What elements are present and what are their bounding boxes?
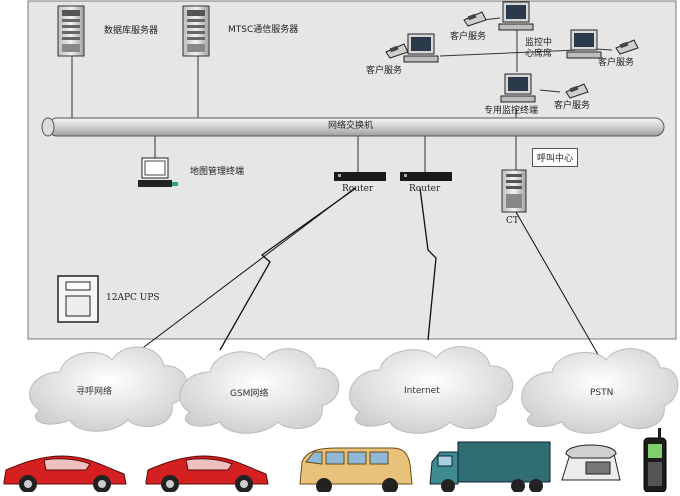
label-ups: 12APC UPS (106, 293, 160, 303)
cloud-label-paging: 寻呼网络 (76, 387, 113, 397)
label-monitor-center: 监控中 心席席 (525, 38, 553, 59)
workstation-icon (138, 157, 178, 187)
cloud-label-pstn: PSTN (590, 388, 614, 398)
label-client-left: 客户服务 (366, 66, 403, 76)
cloud-label-gsm: GSM网络 (230, 389, 269, 399)
cloud-icon (521, 348, 679, 434)
workstation-icon (500, 73, 536, 103)
workstation-icon (566, 29, 602, 59)
cloud-icon (349, 346, 514, 434)
lightning-link-icon (219, 187, 357, 351)
backbone-drops (71, 17, 613, 172)
router-icon (334, 172, 386, 181)
truck-icon (429, 441, 551, 493)
label-client-lower-right: 客户服务 (554, 101, 591, 111)
server-icon (57, 5, 85, 57)
label-db-server: 数据库服务器 (104, 26, 159, 36)
mobile-phone-icon (643, 428, 667, 493)
cloud-icon (29, 346, 188, 432)
label-router-2: Router (409, 184, 441, 194)
phone-icon (565, 83, 589, 99)
router-icon (400, 172, 452, 181)
label-client-top: 客户服务 (450, 32, 487, 42)
phone-icon (385, 43, 409, 59)
label-ct: CT (506, 216, 519, 226)
phone-icon (615, 39, 639, 55)
car-icon (145, 455, 269, 493)
van-icon (299, 447, 413, 494)
workstation-icon (403, 33, 439, 63)
label-map-terminal: 地图管理终端 (190, 167, 245, 177)
server-icon (182, 5, 210, 57)
label-mtsc-server: MTSC通信服务器 (228, 25, 299, 35)
cloud-label-internet: Internet (404, 386, 440, 396)
workstation-icon (498, 1, 534, 31)
phone-icon (463, 11, 487, 27)
desk-phone-icon (561, 444, 621, 481)
cloud-icon (179, 348, 340, 434)
ct-server-icon (501, 169, 527, 213)
label-dedicated-terminal: 专用监控终端 (484, 106, 539, 116)
call-center-box: 呼叫中心 (532, 148, 579, 167)
network-switch-backbone (41, 117, 665, 137)
label-router-1: Router (342, 184, 374, 194)
label-backbone: 网络交换机 (328, 121, 374, 131)
lightning-link-icon (419, 187, 437, 341)
label-client-right: 客户服务 (598, 58, 635, 68)
ups-icon (57, 275, 99, 323)
car-icon (3, 455, 127, 493)
